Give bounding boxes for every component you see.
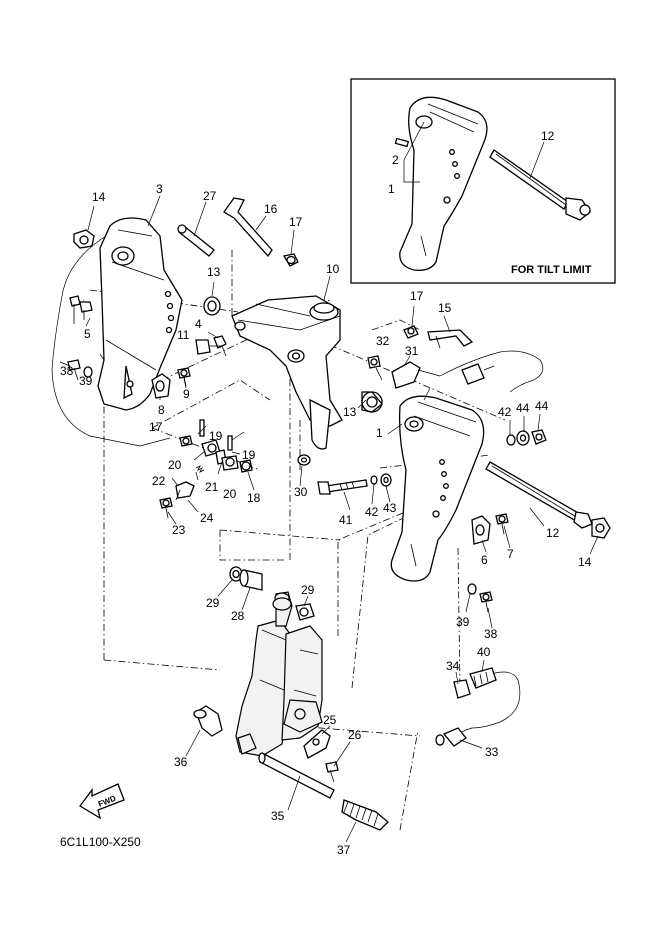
right-washers <box>506 429 547 446</box>
left-hardware <box>59 205 95 381</box>
callout-13-mid: 13 <box>343 405 357 419</box>
callout-12-inset: 12 <box>541 129 555 143</box>
lower-bushings <box>229 566 315 621</box>
callout-21: 21 <box>205 480 219 494</box>
bushings-upper <box>195 281 227 357</box>
callout-39-right: 39 <box>456 615 470 629</box>
bracket-small-parts <box>151 367 191 399</box>
callout-7: 7 <box>507 547 514 561</box>
callout-14-bottom: 14 <box>578 555 592 569</box>
callout-44-b: 44 <box>535 399 549 413</box>
callout-1-inset: 1 <box>388 182 395 196</box>
callout-35: 35 <box>271 809 285 823</box>
callout-2-inset: 2 <box>392 153 399 167</box>
callout-42-right: 42 <box>498 405 512 419</box>
callout-22: 22 <box>152 474 166 488</box>
callout-20-b: 20 <box>223 487 237 501</box>
callout-10: 10 <box>326 262 340 276</box>
callout-44-a: 44 <box>516 401 530 415</box>
callout-30: 30 <box>294 485 308 499</box>
callout-5: 5 <box>84 327 91 341</box>
right-clamp-bracket <box>387 395 485 582</box>
callout-38-left: 38 <box>60 364 74 378</box>
callout-20-a: 20 <box>168 458 182 472</box>
callout-17-left: 17 <box>149 420 163 434</box>
callout-43: 43 <box>383 501 397 515</box>
inset-title: FOR TILT LIMIT <box>511 264 592 276</box>
callout-12-main: 12 <box>546 526 560 540</box>
callout-9: 9 <box>183 387 190 401</box>
callout-13-top: 13 <box>207 265 221 279</box>
callout-28: 28 <box>231 609 245 623</box>
callout-39-left: 39 <box>79 374 93 388</box>
swivel-bracket <box>231 275 343 450</box>
callout-25: 25 <box>323 713 337 727</box>
callout-41: 41 <box>339 513 353 527</box>
callout-23: 23 <box>172 523 186 537</box>
callout-38-right: 38 <box>484 627 498 641</box>
tilt-limit-inset: 1 2 12 FOR TILT LIMIT <box>350 78 616 284</box>
callout-19-b: 19 <box>242 448 256 462</box>
callout-3: 3 <box>156 182 163 196</box>
callout-6: 6 <box>481 553 488 567</box>
callout-19-a: 19 <box>209 429 223 443</box>
right-upper-parts <box>357 305 544 413</box>
callout-17-right: 17 <box>410 289 424 303</box>
callout-17-top: 17 <box>289 215 303 229</box>
callout-24: 24 <box>200 511 214 525</box>
grease-hose <box>435 667 521 747</box>
callout-29-b: 29 <box>301 583 315 597</box>
callout-1-main: 1 <box>376 426 383 440</box>
callout-14-top: 14 <box>92 190 106 204</box>
diagram-code: 6C1L100-X250 <box>60 835 141 849</box>
callout-18: 18 <box>247 491 261 505</box>
callout-8: 8 <box>158 403 165 417</box>
callout-32: 32 <box>376 334 390 348</box>
callout-31: 31 <box>405 344 419 358</box>
top-center-parts <box>177 197 299 267</box>
callout-27: 27 <box>203 189 217 203</box>
callout-15: 15 <box>438 301 452 315</box>
callout-29-a: 29 <box>206 596 220 610</box>
callout-42-mid: 42 <box>365 505 379 519</box>
callout-leaders <box>99 353 599 843</box>
callout-40: 40 <box>477 645 491 659</box>
callout-34: 34 <box>446 659 460 673</box>
callout-26: 26 <box>348 728 362 742</box>
callout-16: 16 <box>264 202 278 216</box>
callout-37: 37 <box>337 843 351 857</box>
tilt-tube-bolt <box>485 461 611 539</box>
center-bolt <box>317 473 392 495</box>
fwd-arrow-icon: FWD <box>79 783 125 820</box>
manual-valve <box>193 705 223 737</box>
callout-36: 36 <box>174 755 188 769</box>
power-trim-tilt-unit <box>235 591 323 757</box>
collar <box>297 454 311 466</box>
right-lower-hardware <box>467 583 493 613</box>
callout-labels: 14 3 27 16 17 10 13 4 11 5 9 38 39 8 17 … <box>60 182 592 857</box>
callout-11: 11 <box>177 328 190 342</box>
callout-4: 4 <box>195 317 202 331</box>
callout-33: 33 <box>485 745 499 759</box>
lock-mechanism-parts <box>159 419 253 519</box>
anode-and-bolt <box>471 513 509 545</box>
left-clamp-bracket <box>51 195 183 447</box>
lower-mount-parts <box>258 729 389 831</box>
